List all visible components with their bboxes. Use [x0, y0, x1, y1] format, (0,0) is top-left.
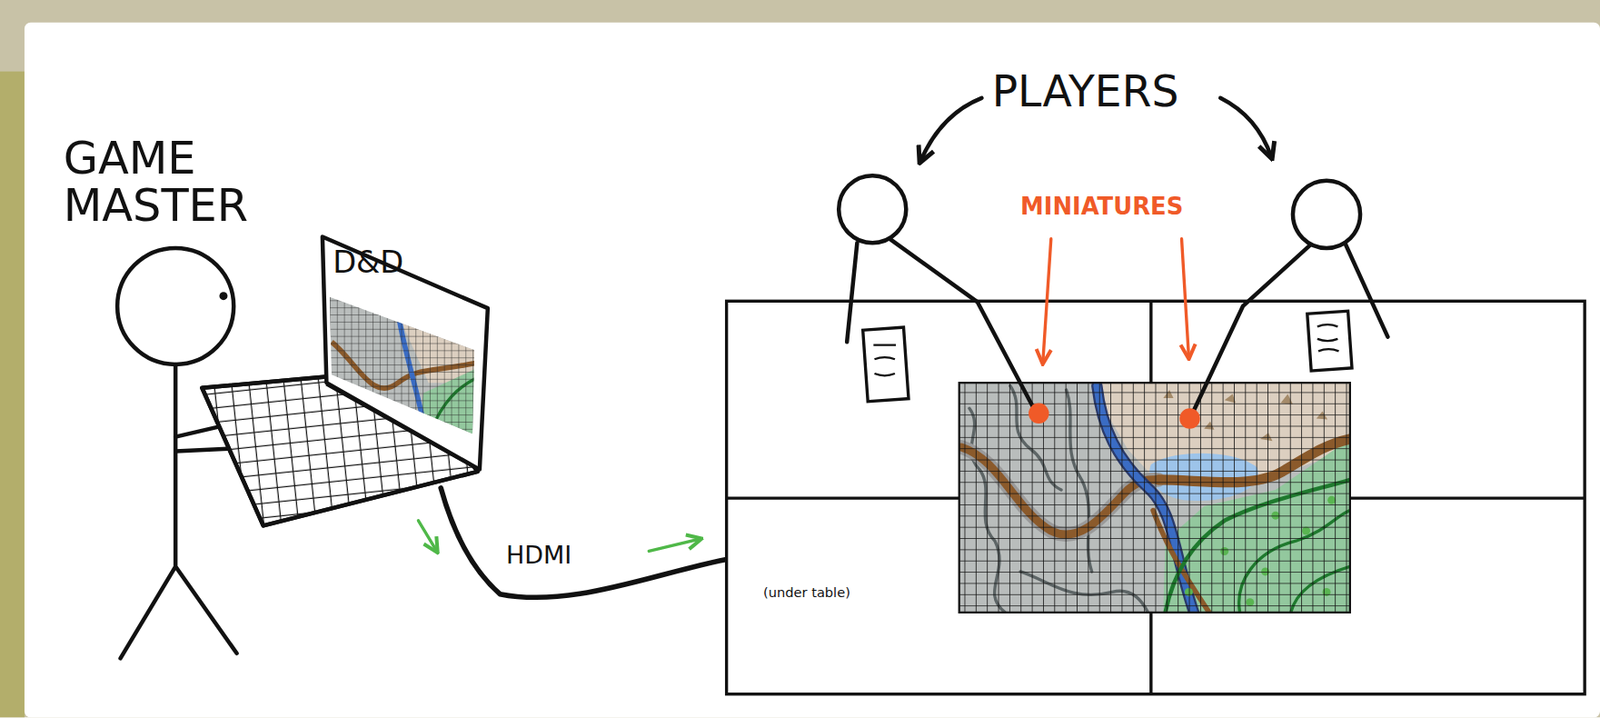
- panel: [24, 22, 1600, 718]
- text-label: MINIATURES: [1020, 193, 1183, 219]
- text-label: (under table): [763, 586, 851, 600]
- miniatures: [1028, 403, 1201, 429]
- laptop-screen: D&D: [316, 229, 496, 476]
- callout-arrows: [920, 98, 1272, 363]
- screen-title: D&D: [332, 243, 404, 279]
- screen-map: [316, 290, 490, 444]
- character-sheets: [863, 310, 1352, 402]
- eye: [218, 291, 228, 300]
- player-figures: [838, 175, 1388, 410]
- table: [726, 300, 1586, 694]
- text-label: GAME MASTER: [63, 134, 299, 229]
- text-label: PLAYERS: [992, 69, 1180, 115]
- battle-map: [959, 382, 1351, 613]
- side-strip: [0, 71, 25, 718]
- text-label: HDMI: [506, 542, 572, 568]
- map-border: [959, 382, 1351, 613]
